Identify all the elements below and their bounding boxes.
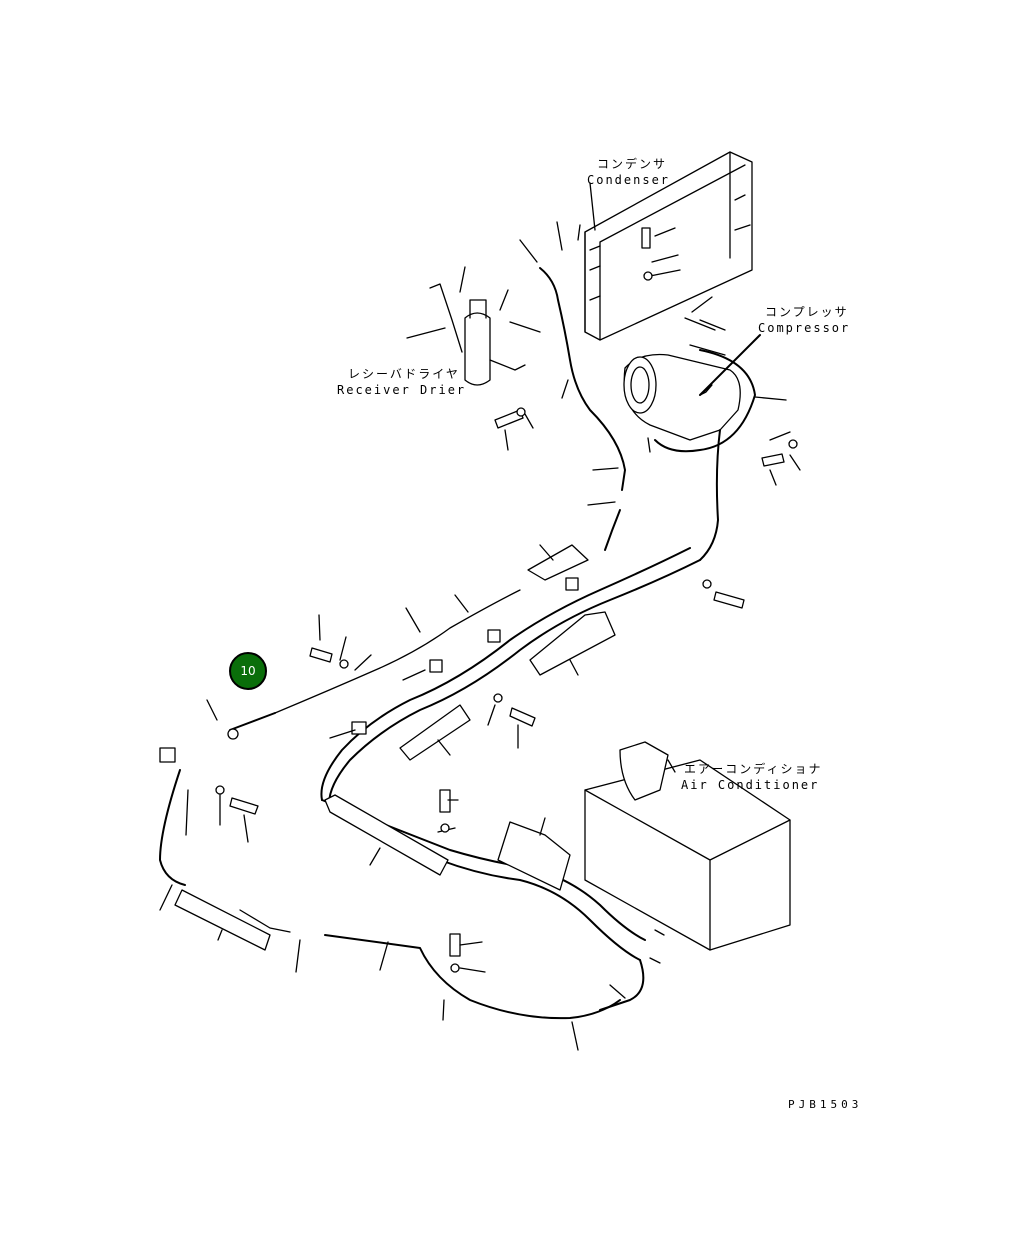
part-callout-10[interactable]: 10: [229, 652, 267, 690]
drawing-code: PJB1503: [788, 1098, 863, 1111]
air-conditioner-label-jp: エアーコンディショナ: [684, 762, 823, 776]
air-conditioner-unit: [584, 741, 791, 951]
receiver-drier: [429, 283, 526, 386]
washers: [215, 271, 798, 973]
condenser-label-en: Condenser: [587, 173, 671, 187]
lower-hoses: [159, 589, 621, 1020]
brackets: [174, 544, 616, 951]
upper-hoses: [509, 267, 756, 561]
compressor: [623, 334, 761, 441]
condenser: [584, 151, 753, 341]
receiver-drier-label-en: Receiver Drier: [337, 383, 467, 397]
fasteners: [159, 227, 785, 957]
leader-lines: [159, 182, 801, 1051]
air-conditioner-label-en: Air Conditioner: [681, 778, 820, 792]
condenser-label-jp: コンデンサ: [597, 157, 668, 171]
compressor-label-jp: コンプレッサ: [765, 305, 849, 319]
receiver-drier-label-jp: レシーバドライヤ: [348, 367, 460, 381]
compressor-label-en: Compressor: [758, 321, 851, 335]
